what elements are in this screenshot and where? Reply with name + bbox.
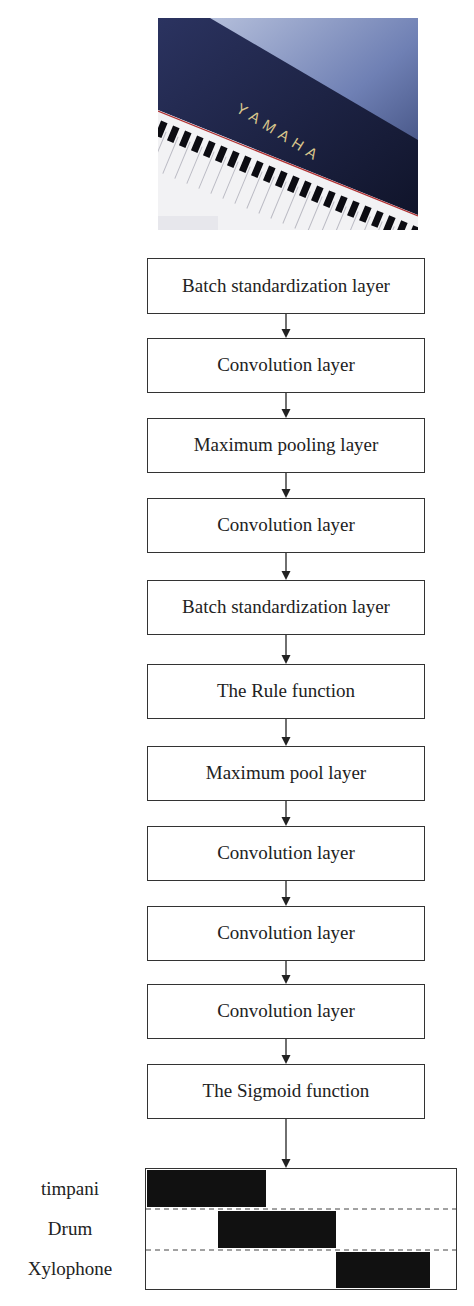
- activation-bars: [146, 1169, 456, 1289]
- piano-photo: [0, 0, 474, 240]
- layer-box: Convolution layer: [147, 498, 425, 553]
- output-node: timpaniDrumXylophone: [10, 1168, 457, 1290]
- flow-arrow: [282, 314, 291, 338]
- layer-label: The Sigmoid function: [203, 1080, 370, 1103]
- layer-box: Maximum pool layer: [147, 746, 425, 801]
- row-label: timpani: [10, 1169, 130, 1209]
- layer-label: Convolution layer: [217, 1000, 355, 1023]
- layer-label: Convolution layer: [217, 514, 355, 537]
- flow-arrow: [282, 961, 291, 984]
- row-label: Drum: [10, 1209, 130, 1249]
- layer-label: Convolution layer: [217, 922, 355, 945]
- layer-label: Convolution layer: [217, 842, 355, 865]
- flow-arrow: [282, 1119, 291, 1168]
- layer-box: The Sigmoid function: [147, 1064, 425, 1119]
- layer-box: Convolution layer: [147, 906, 425, 961]
- layer-box: Maximum pooling layer: [147, 418, 425, 473]
- layer-label: Maximum pooling layer: [194, 434, 379, 457]
- layer-box: Batch standardization layer: [147, 580, 425, 635]
- flow-arrow: [282, 393, 291, 418]
- layer-label: Batch standardization layer: [182, 596, 390, 619]
- flow-arrow: [282, 881, 291, 906]
- layer-label: Convolution layer: [217, 354, 355, 377]
- flow-arrow: [282, 635, 291, 664]
- layer-box: Convolution layer: [147, 826, 425, 881]
- row-label: Xylophone: [10, 1249, 130, 1289]
- layer-box: Batch standardization layer: [147, 258, 425, 314]
- layer-label: Maximum pool layer: [206, 762, 366, 785]
- output-box: [145, 1168, 457, 1290]
- flow-arrow: [282, 801, 291, 826]
- flow-arrow: [282, 1039, 291, 1064]
- layer-label: The Rule function: [217, 680, 355, 703]
- flow-arrow: [282, 473, 291, 498]
- layer-box: Convolution layer: [147, 984, 425, 1039]
- flow-arrow: [282, 553, 291, 580]
- layer-box: The Rule function: [147, 664, 425, 719]
- layer-box: Convolution layer: [147, 338, 425, 393]
- flow-arrow: [282, 719, 291, 746]
- layer-label: Batch standardization layer: [182, 275, 390, 298]
